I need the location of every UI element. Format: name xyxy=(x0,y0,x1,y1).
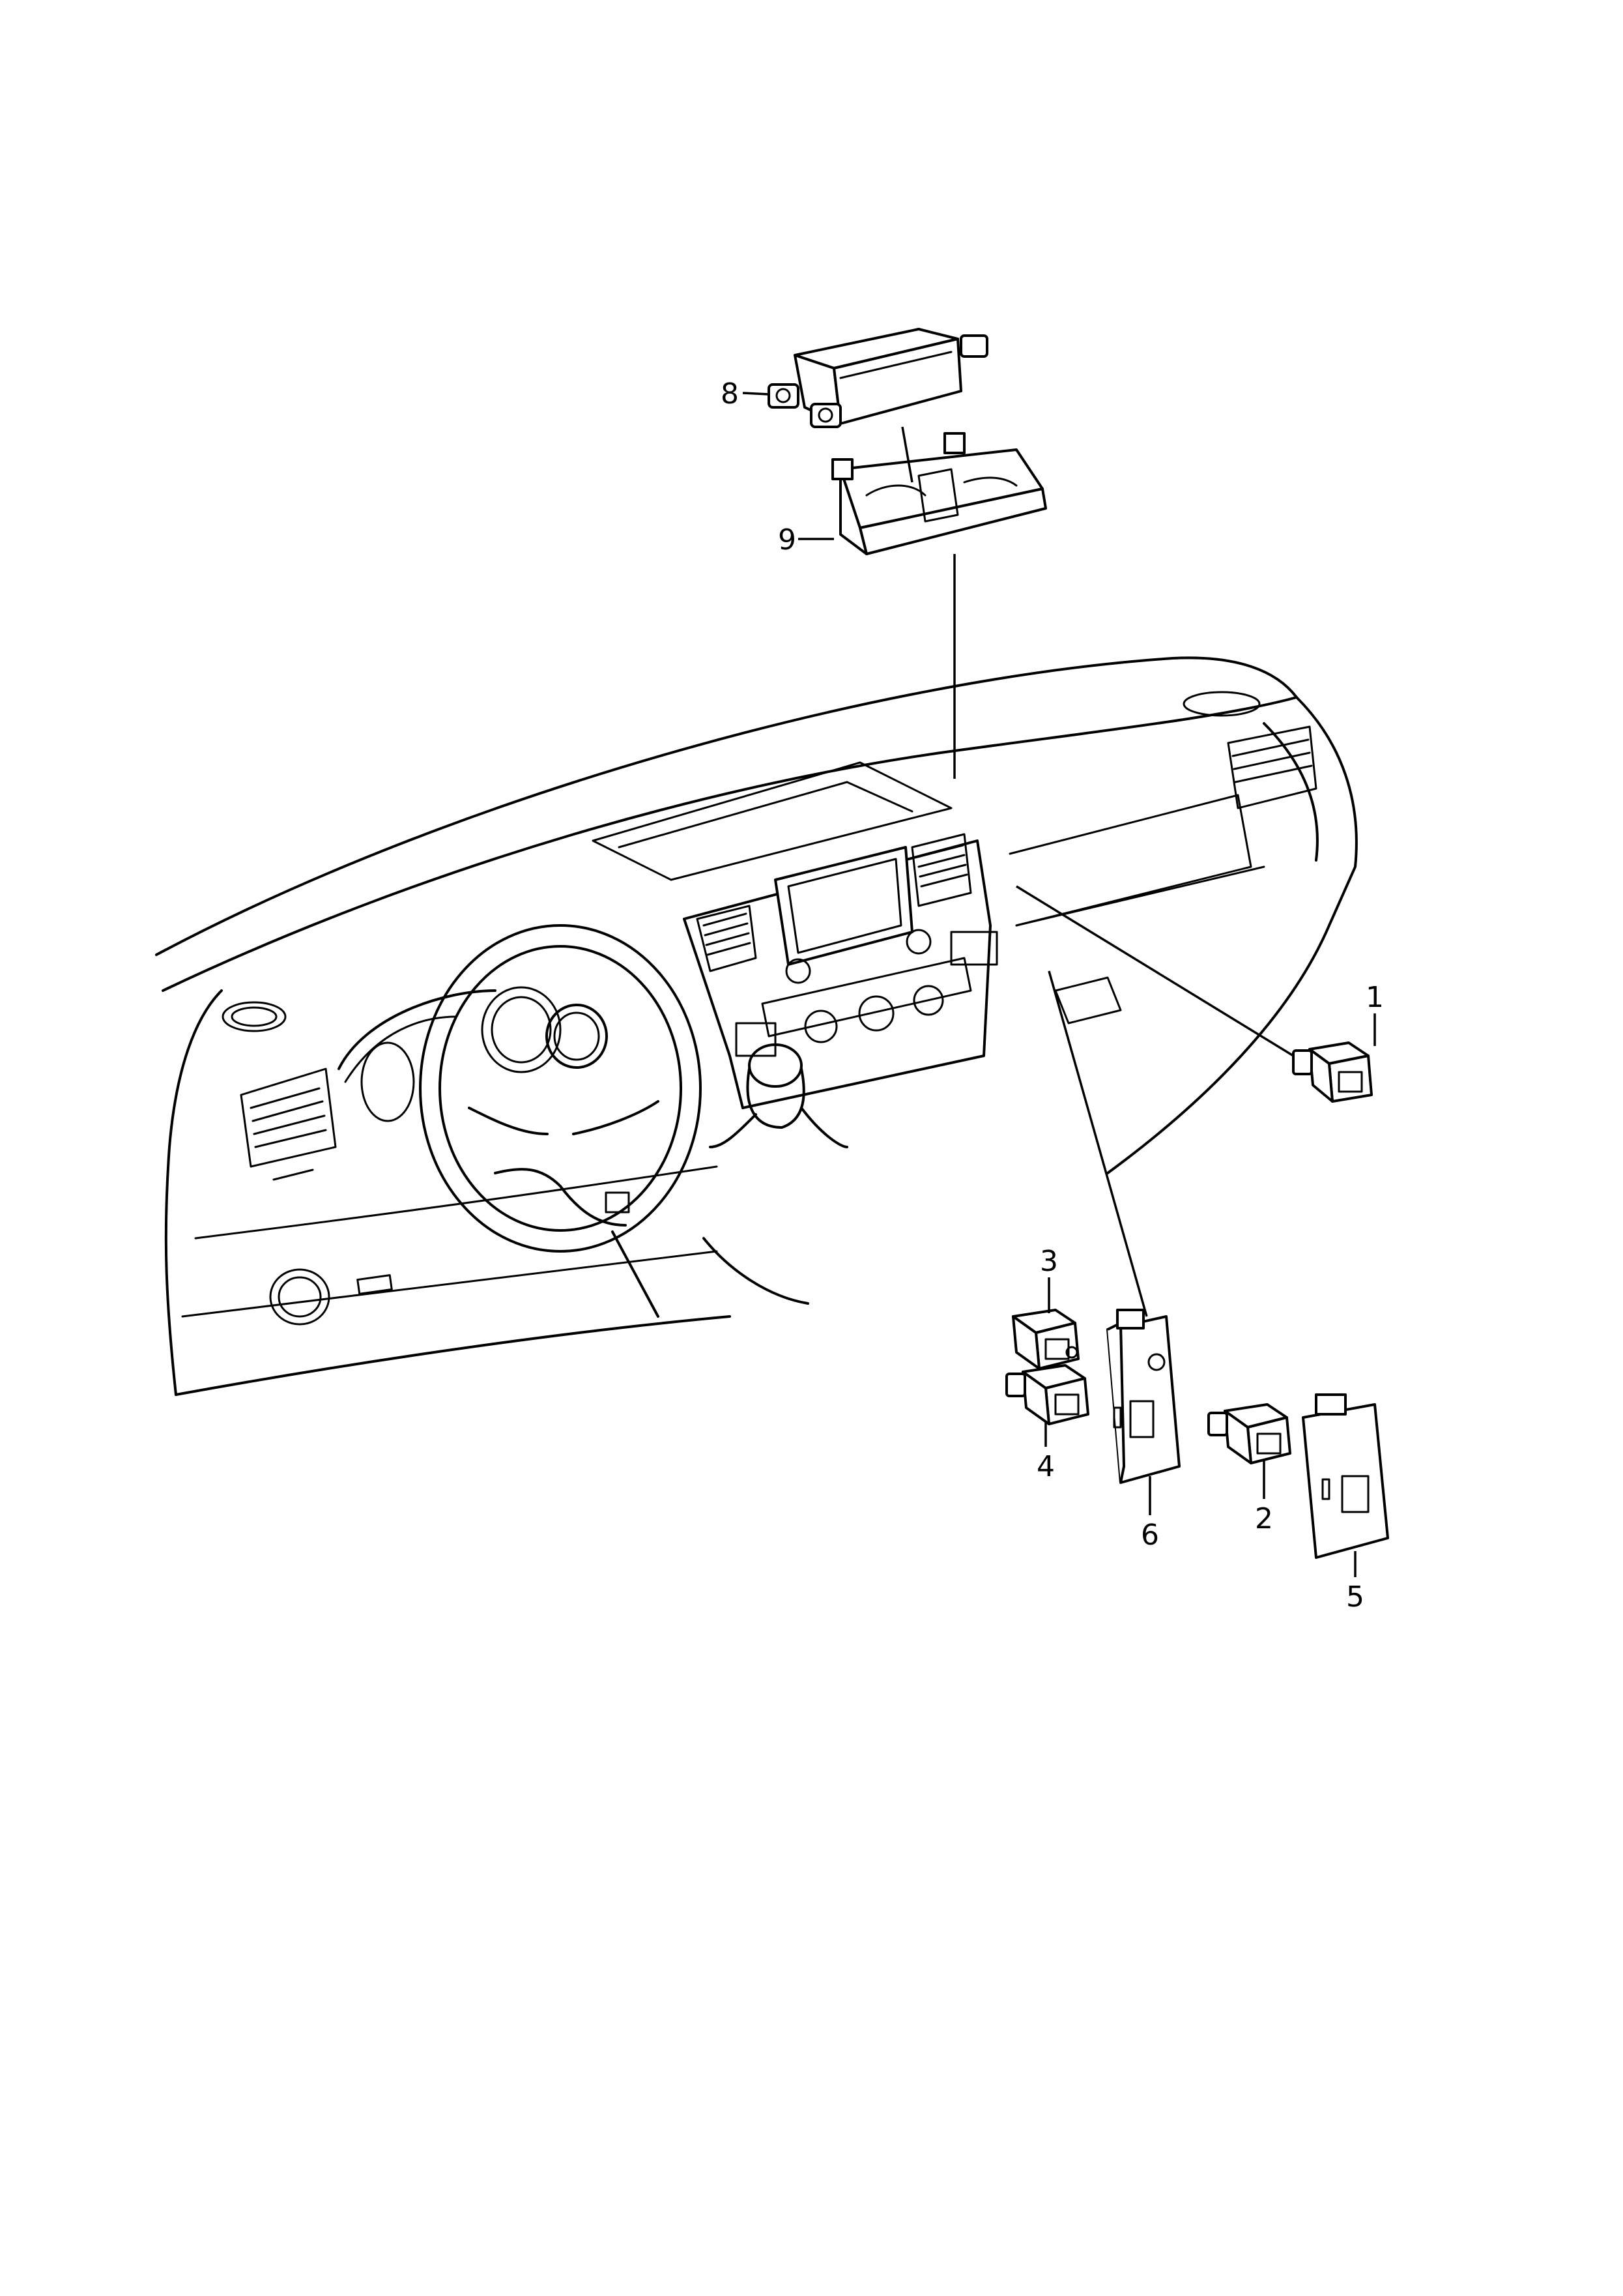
callout-2: 2 xyxy=(1255,1502,1273,1535)
callout-4: 4 xyxy=(1037,1450,1055,1483)
part-4-connector xyxy=(1005,1364,1089,1425)
callout-5: 5 xyxy=(1346,1580,1364,1614)
part-3-connector xyxy=(1012,1309,1080,1370)
part-8-control-unit xyxy=(768,328,988,428)
part-1-connector xyxy=(1292,1041,1373,1103)
callout-9: 9 xyxy=(778,523,796,557)
callout-8: 8 xyxy=(721,377,739,411)
callout-3: 3 xyxy=(1040,1245,1058,1278)
callout-1: 1 xyxy=(1366,981,1384,1014)
leader-lines xyxy=(742,392,1376,1577)
callout-6: 6 xyxy=(1141,1519,1159,1552)
part-5-panel xyxy=(1302,1393,1389,1559)
part-6-panel xyxy=(1106,1309,1181,1484)
dashboard-illustration xyxy=(155,656,1358,1396)
part-9-bracket xyxy=(831,432,1047,555)
part-2-connector xyxy=(1207,1403,1291,1464)
